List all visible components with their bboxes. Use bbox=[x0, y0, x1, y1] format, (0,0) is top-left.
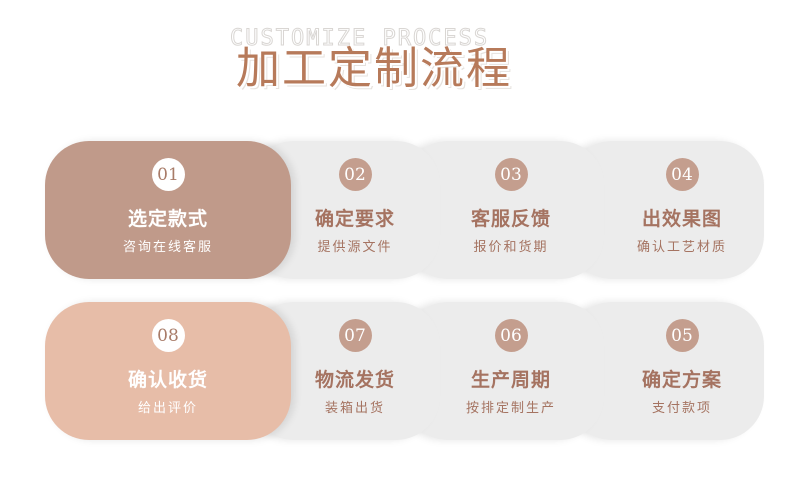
step-sublabel: 装箱出货 bbox=[324, 401, 385, 416]
step-number-badge: 05 bbox=[665, 319, 699, 352]
step-sublabel: 报价和货期 bbox=[473, 240, 549, 255]
step-sublabel: 按排定制生产 bbox=[465, 401, 556, 416]
step-label: 选定款式 bbox=[127, 208, 208, 230]
step-number-badge: 03 bbox=[494, 158, 528, 191]
step-sublabel: 确认工艺材质 bbox=[636, 240, 727, 255]
step-label: 确定要求 bbox=[314, 208, 395, 230]
step-label: 生产周期 bbox=[470, 369, 551, 391]
step-label: 确定方案 bbox=[641, 369, 722, 391]
step-number-badge: 02 bbox=[338, 158, 372, 191]
step-sublabel: 支付款项 bbox=[651, 401, 712, 416]
step-label: 确认收货 bbox=[127, 369, 208, 391]
step-number-badge: 08 bbox=[151, 319, 185, 352]
title-ghost-text: CUSTOMIZE PROCESS bbox=[229, 26, 490, 52]
step-number-badge: 06 bbox=[494, 319, 528, 352]
step-number-badge: 07 bbox=[338, 319, 372, 352]
step-card-04: 04 出效果图 确认工艺材质 bbox=[568, 141, 764, 279]
title-block: CUSTOMIZE PROCESS 加工定制流程 bbox=[229, 24, 556, 95]
step-sublabel: 提供源文件 bbox=[317, 240, 393, 255]
step-label: 出效果图 bbox=[641, 208, 722, 230]
step-label: 物流发货 bbox=[314, 369, 395, 391]
step-sublabel: 咨询在线客服 bbox=[122, 240, 213, 255]
step-card-01: 01 选定款式 咨询在线客服 bbox=[45, 141, 291, 279]
step-card-08: 08 确认收货 给出评价 bbox=[45, 302, 291, 440]
step-number-badge: 04 bbox=[665, 158, 699, 191]
step-label: 客服反馈 bbox=[470, 208, 551, 230]
page-title: 加工定制流程 bbox=[236, 43, 512, 94]
step-sublabel: 给出评价 bbox=[137, 401, 198, 416]
step-number-badge: 01 bbox=[151, 158, 185, 191]
